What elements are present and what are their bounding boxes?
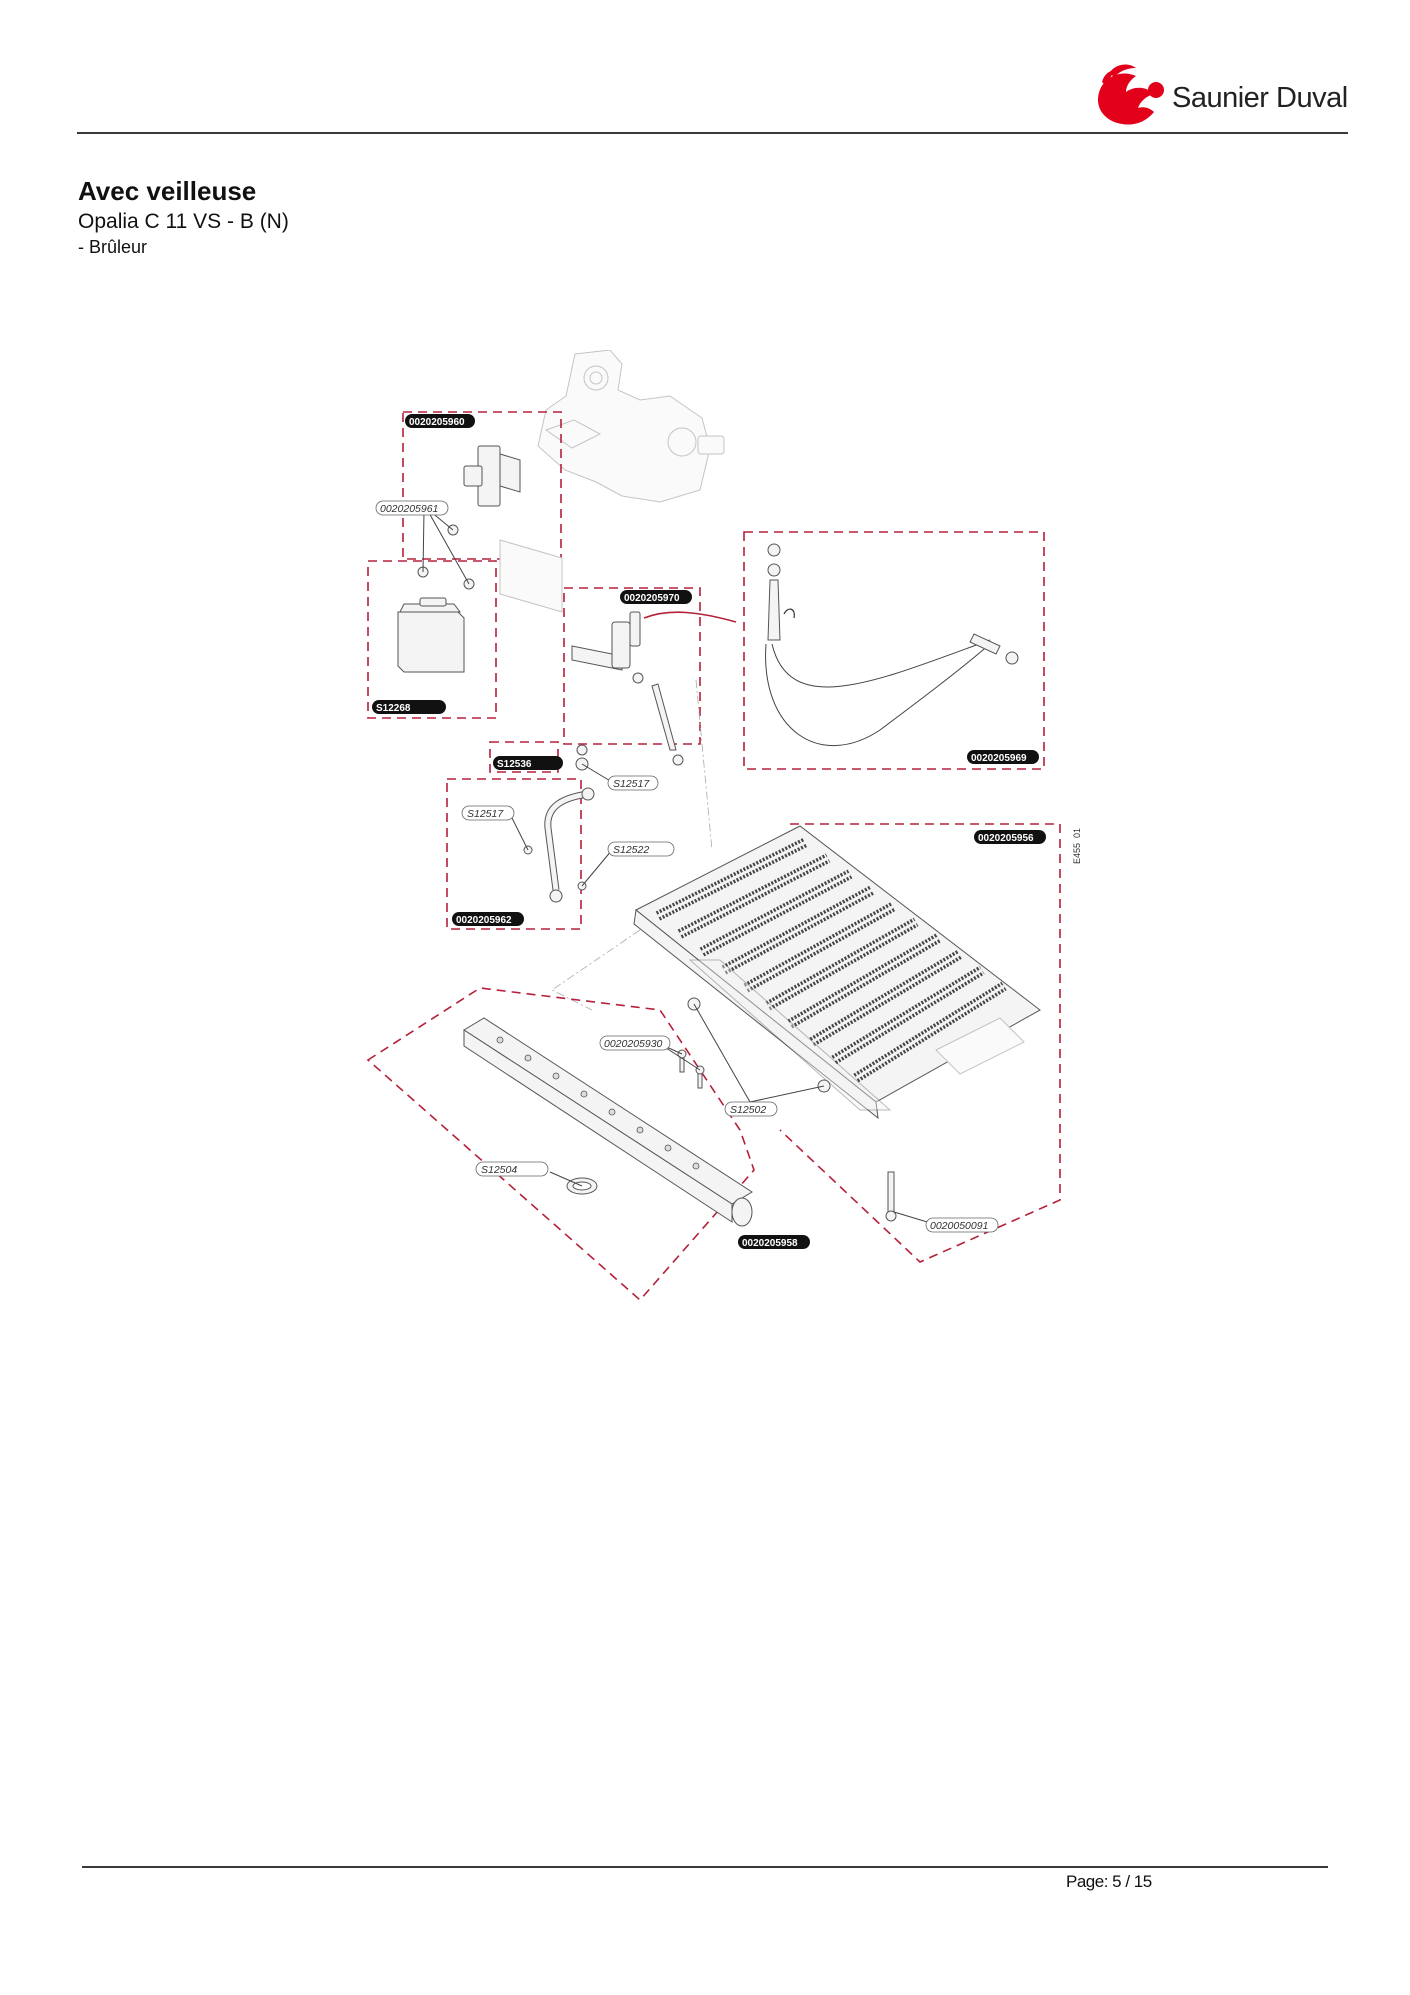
label-box-0020205956: 0020205956 <box>974 830 1046 844</box>
part-number-S12504: S12504 <box>481 1164 517 1176</box>
part-number-0020205958: 0020205958 <box>742 1238 798 1249</box>
part-number-S12517-top: S12517 <box>613 778 650 790</box>
label-S12522: S12522 <box>607 841 675 857</box>
label-S12502: S12502 <box>724 1101 778 1117</box>
box-0020205956 <box>779 823 1061 1263</box>
part-number-0020205962: 0020205962 <box>456 915 512 926</box>
thermocouple-wire <box>643 611 737 623</box>
ignition-unit-part <box>463 445 521 507</box>
leader-S12522 <box>581 849 613 887</box>
manifold-part <box>463 1017 753 1227</box>
model-name: Opalia C 11 VS - B (N) <box>78 210 289 233</box>
part-number-0020050091: 0020050091 <box>930 1220 988 1232</box>
box-S12268 <box>367 560 497 719</box>
part-number-S12268: S12268 <box>376 703 411 714</box>
part-number-0020205969: 0020205969 <box>971 753 1027 764</box>
document-title: Avec veilleuse <box>78 176 257 206</box>
long-screw-part <box>885 1171 897 1222</box>
part-number-S12517-bottom: S12517 <box>467 808 504 820</box>
box-0020205958 <box>366 987 755 1300</box>
part-number-0020205930: 0020205930 <box>604 1038 663 1050</box>
exploded-parts-diagram: 0020205960 0020205961 S12268 0020205970 <box>366 350 1080 1300</box>
pilot-burner-part <box>571 611 684 766</box>
logo-mark <box>1098 64 1164 125</box>
gas-valve-ghost-drawing <box>537 350 725 503</box>
label-S12517-top: S12517 <box>607 775 659 791</box>
page-number: Page: 5 / 15 <box>1066 1872 1152 1891</box>
mounting-plate <box>499 539 563 613</box>
part-number-0020205970: 0020205970 <box>624 593 680 604</box>
label-box-0020205958: 0020205958 <box>738 1235 810 1249</box>
burner-bars-part <box>633 825 1041 1120</box>
part-number-0020205960: 0020205960 <box>409 417 465 428</box>
label-0020205961: 0020205961 <box>375 500 449 516</box>
leader-S12504 <box>549 1171 583 1187</box>
label-0020050091: 0020050091 <box>925 1217 999 1233</box>
brand-name: Saunier Duval <box>1172 82 1348 114</box>
label-box-0020205960: 0020205960 <box>405 414 475 428</box>
box-0020205960 <box>402 411 562 560</box>
label-box-S12268: S12268 <box>372 700 446 714</box>
battery-box-part <box>397 597 465 673</box>
brand-logo: Saunier Duval <box>1090 62 1350 132</box>
screw-parts <box>417 524 475 590</box>
part-number-S12536: S12536 <box>497 759 532 770</box>
drawing-reference: E455_01 <box>1072 828 1080 864</box>
leader-S12502 <box>693 1003 825 1103</box>
label-S12504: S12504 <box>475 1161 549 1177</box>
label-box-0020205962: 0020205962 <box>452 912 524 926</box>
box-0020205962 <box>446 778 582 930</box>
part-number-S12502: S12502 <box>730 1104 766 1116</box>
assembly-axis-1 <box>695 679 713 851</box>
label-0020205930: 0020205930 <box>599 1035 671 1051</box>
footer-divider <box>82 1866 1328 1868</box>
label-box-0020205969: 0020205969 <box>967 750 1039 764</box>
section-name: - Brûleur <box>78 237 148 257</box>
part-number-0020205956: 0020205956 <box>978 833 1034 844</box>
label-box-S12536: S12536 <box>493 756 563 770</box>
part-number-0020205961: 0020205961 <box>380 503 438 515</box>
leader-S12517-bottom <box>511 817 529 851</box>
assembly-axis-2 <box>551 929 641 1011</box>
part-number-S12522: S12522 <box>613 844 649 856</box>
label-box-0020205970: 0020205970 <box>620 590 692 604</box>
box-0020205969 <box>743 531 1045 770</box>
leader-S12517-top <box>581 763 613 783</box>
saunier-duval-bird-icon <box>1098 64 1164 125</box>
header-divider <box>77 132 1348 134</box>
leader-0020205961 <box>422 510 470 585</box>
thermocouple-part <box>765 543 1019 747</box>
label-S12517-bottom: S12517 <box>461 805 515 821</box>
box-0020205970 <box>563 587 701 745</box>
manifold-screws-part <box>677 1049 705 1089</box>
